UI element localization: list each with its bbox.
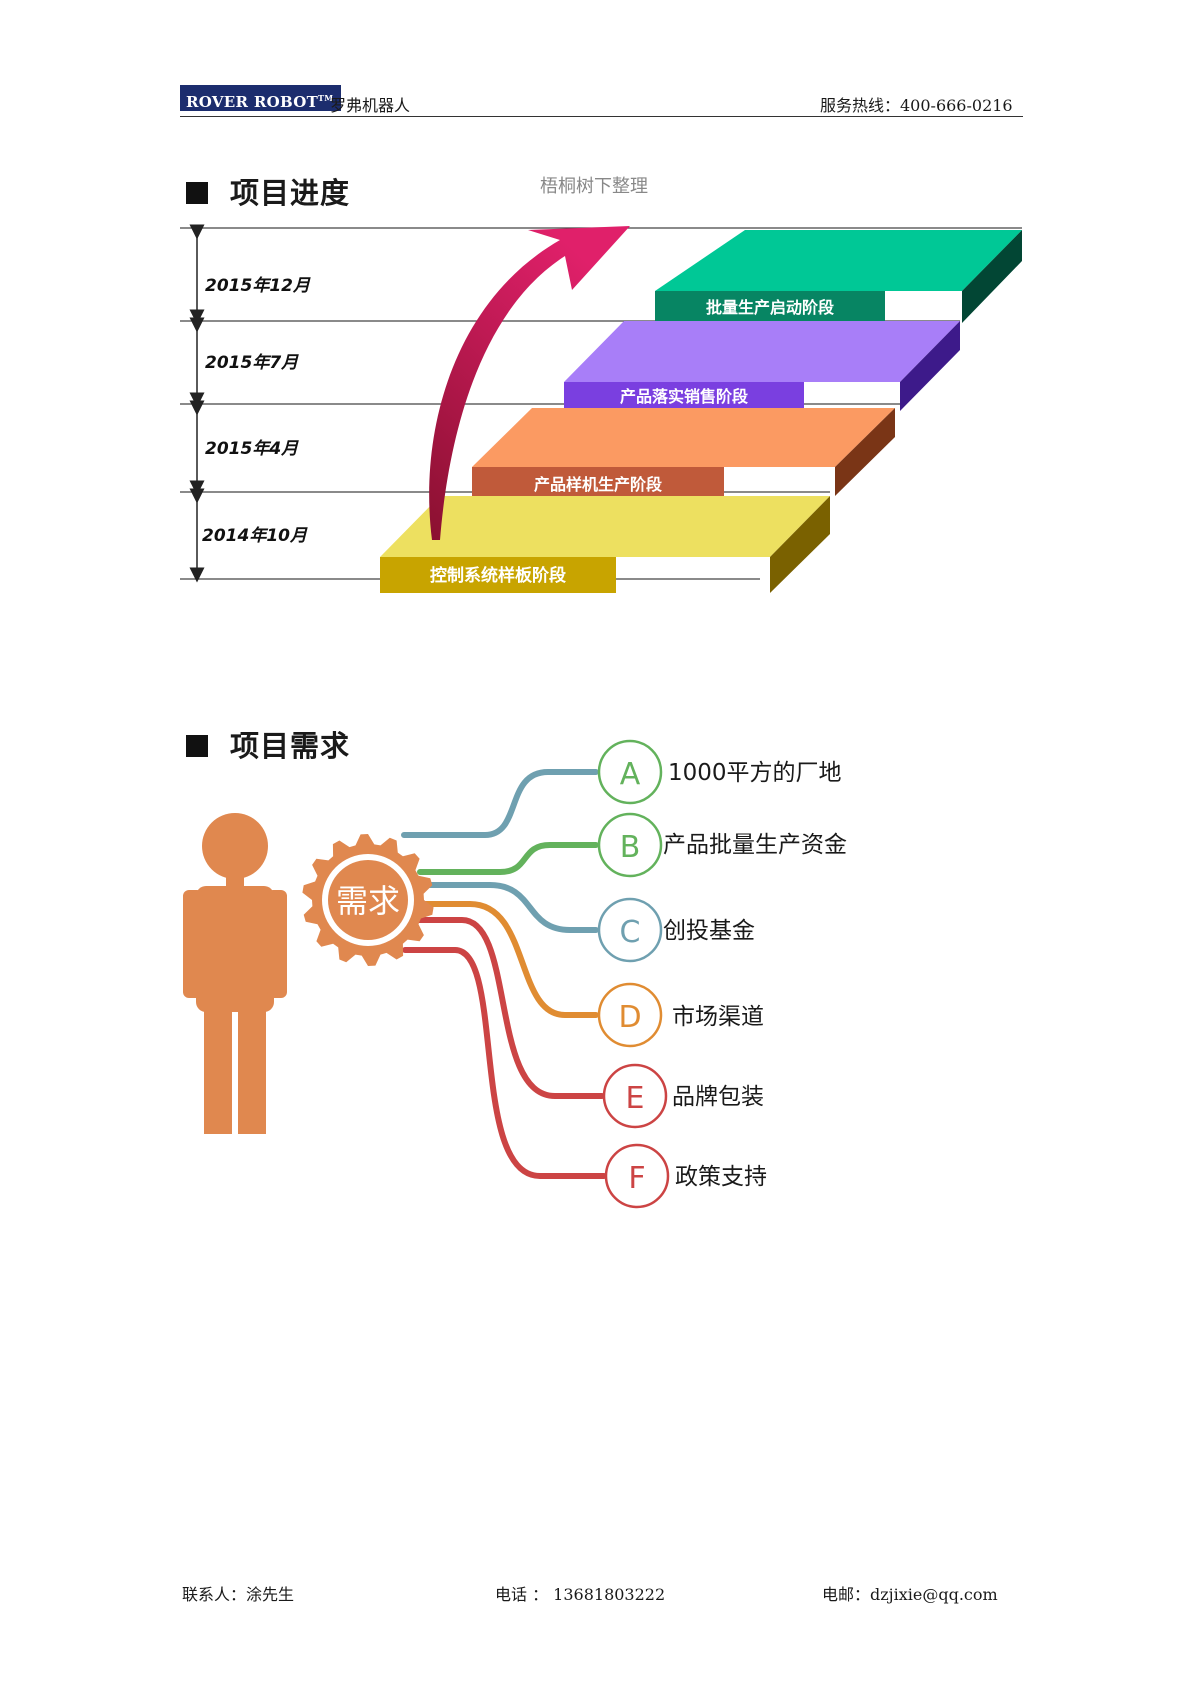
step-top (472, 408, 895, 467)
step-side (770, 496, 830, 593)
step-4: 批量生产启动阶段 (655, 230, 1022, 323)
need-label: 产品批量生产资金 (663, 832, 847, 858)
step-front (472, 467, 724, 496)
person-icon (183, 813, 287, 1134)
need-label: 政策支持 (675, 1164, 767, 1190)
need-label: 创投基金 (663, 918, 755, 944)
letter: D (618, 1000, 641, 1035)
section-title-progress: 项目进度 (230, 176, 351, 210)
need-label: 1000平方的厂地 (668, 760, 842, 786)
company-logo: ROVER ROBOTTM (180, 85, 342, 111)
need-label: 市场渠道 (672, 1004, 764, 1030)
date-label: 2015年4月 (205, 439, 299, 459)
step-side (835, 408, 895, 496)
letter: B (620, 830, 641, 865)
step-side (900, 321, 960, 411)
step-top (655, 230, 1022, 291)
connector-a (401, 769, 599, 838)
step-front (564, 382, 804, 408)
letter: E (626, 1081, 645, 1116)
footer-phone: 电话 ： 13681803222 (495, 1585, 666, 1604)
footer-email: 电邮：dzjixie@qq.com (822, 1585, 998, 1604)
header-rule (180, 116, 1023, 117)
progress-diagram: 2015年12月 2015年7月 2015年4月 2014年10月 控制系统样板… (180, 224, 1022, 593)
need-item-a: A 1000平方的厂地 (597, 739, 842, 805)
step-label: 控制系统样板阶段 (430, 565, 566, 586)
logo-tm: TM (318, 93, 334, 103)
need-item-b: B 产品批量生产资金 (597, 812, 847, 878)
letter-circle (597, 982, 663, 1048)
letter-circle (597, 812, 663, 878)
company-name: 罗弗机器人 (330, 96, 411, 115)
step-top (564, 321, 960, 382)
letter-circle (597, 897, 663, 963)
step-2: 产品样机生产阶段 (472, 408, 895, 496)
need-item-c: C 创投基金 (597, 897, 755, 963)
connector-d (419, 901, 599, 1018)
letter-circle (602, 1063, 668, 1129)
date-label: 2014年10月 (202, 526, 308, 546)
connector-b (417, 842, 599, 875)
step-front (380, 557, 616, 593)
connector-f (402, 947, 607, 1179)
need-label: 品牌包装 (672, 1084, 764, 1110)
date-label: 2015年7月 (205, 353, 299, 373)
letter: C (620, 915, 641, 950)
section-bullet-icon (186, 735, 208, 757)
step-label: 批量生产启动阶段 (706, 298, 835, 317)
section-title-needs: 项目需求 (230, 729, 351, 763)
hub-label: 需求 (336, 882, 400, 920)
need-item-e: E 品牌包装 (602, 1063, 764, 1129)
step-label: 产品样机生产阶段 (534, 475, 663, 494)
connector-c (420, 882, 599, 933)
date-label: 2015年12月 (205, 276, 311, 296)
need-item-f: F 政策支持 (604, 1143, 767, 1209)
step-3: 产品落实销售阶段 (564, 321, 960, 411)
step-side (962, 230, 1022, 323)
gear-center (328, 860, 408, 940)
step-1: 控制系统样板阶段 (380, 496, 830, 593)
letter: F (628, 1161, 645, 1196)
watermark: 梧桐树下整理 (540, 176, 648, 197)
needs-diagram: 需求 A 1000平方的厂地 B 产品批量生产资金 C 创投基金 D 市场渠道 … (183, 739, 847, 1209)
letter: A (620, 757, 641, 792)
connector-e (415, 917, 605, 1099)
logo-text: ROVER ROBOT (186, 93, 319, 111)
step-label: 产品落实销售阶段 (620, 387, 749, 406)
footer-contact: 联系人：涂先生 (182, 1585, 295, 1604)
step-top (380, 496, 830, 557)
need-item-d: D 市场渠道 (597, 982, 764, 1048)
growth-arrow-icon (429, 226, 630, 540)
hotline: 服务热线：400-666-0216 (820, 96, 1013, 115)
letter-circle (604, 1143, 670, 1209)
letter-circle (597, 739, 663, 805)
step-front (655, 291, 885, 321)
section-bullet-icon (186, 182, 208, 204)
